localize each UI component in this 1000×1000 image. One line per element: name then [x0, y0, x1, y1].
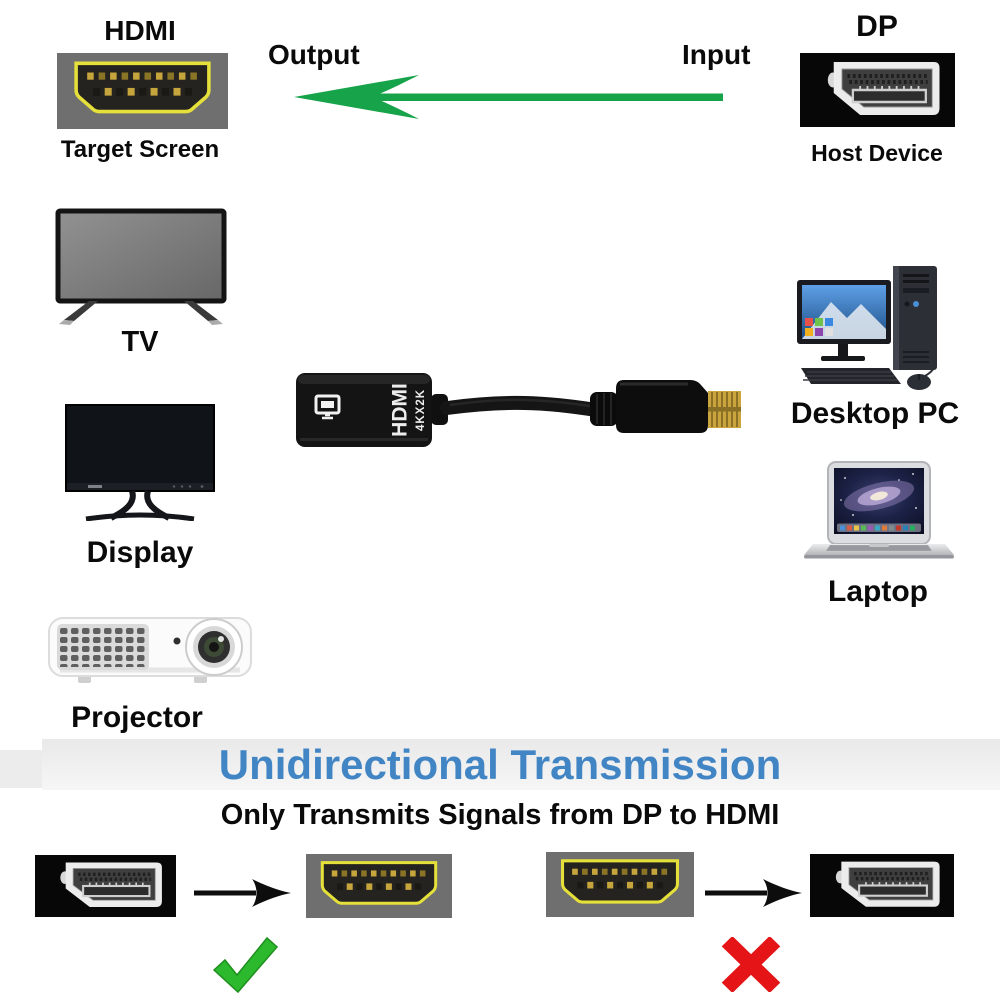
desktop-pc-label: Desktop PC — [790, 397, 960, 430]
direction-arrow-icon — [294, 75, 723, 119]
hdmi-port-image — [546, 852, 694, 917]
check-icon — [212, 936, 279, 994]
hdmi-port-image — [306, 854, 452, 918]
target-screen-caption: Target Screen — [60, 136, 220, 163]
adapter-cable — [440, 395, 603, 417]
banner-band — [42, 739, 1000, 790]
adapter-hdmi-end: HDMI 4KX2K — [296, 373, 432, 447]
projector-label: Projector — [71, 701, 203, 734]
adapter-dp-plug — [590, 380, 741, 433]
hdmi-port-image — [57, 53, 228, 129]
adapter-monitor-icon — [314, 394, 341, 420]
display-image — [65, 404, 215, 521]
banner-band — [0, 750, 42, 788]
output-label: Output — [268, 39, 360, 70]
host-device-caption: Host Device — [811, 140, 943, 166]
hdmi-title-label: HDMI — [104, 15, 176, 46]
dp-port-image — [810, 854, 954, 917]
banner-subtitle: Only Transmits Signals from DP to HDMI — [220, 799, 780, 831]
input-label: Input — [682, 39, 751, 70]
desktop-pc-image — [797, 266, 937, 390]
cross-icon — [721, 937, 781, 992]
laptop-image — [804, 461, 954, 559]
dp-title-label: DP — [856, 10, 898, 43]
flow-arrow-icon — [192, 878, 294, 908]
dp-port-image — [35, 855, 176, 917]
adapter-strain-relief — [431, 394, 448, 425]
adapter-print-hdmi: HDMI — [389, 383, 412, 437]
display-label: Display — [86, 536, 194, 569]
adapter-print-4kx2k: 4KX2K — [415, 389, 427, 431]
flow-arrow-icon — [703, 878, 805, 908]
projector-image — [48, 617, 252, 683]
laptop-label: Laptop — [828, 575, 928, 608]
tv-image — [55, 208, 227, 325]
adapter-image: HDMI 4KX2K — [296, 373, 741, 447]
banner-title: Unidirectional Transmission — [218, 741, 782, 788]
dp-port-image — [800, 53, 955, 127]
tv-label: TV — [121, 326, 159, 358]
